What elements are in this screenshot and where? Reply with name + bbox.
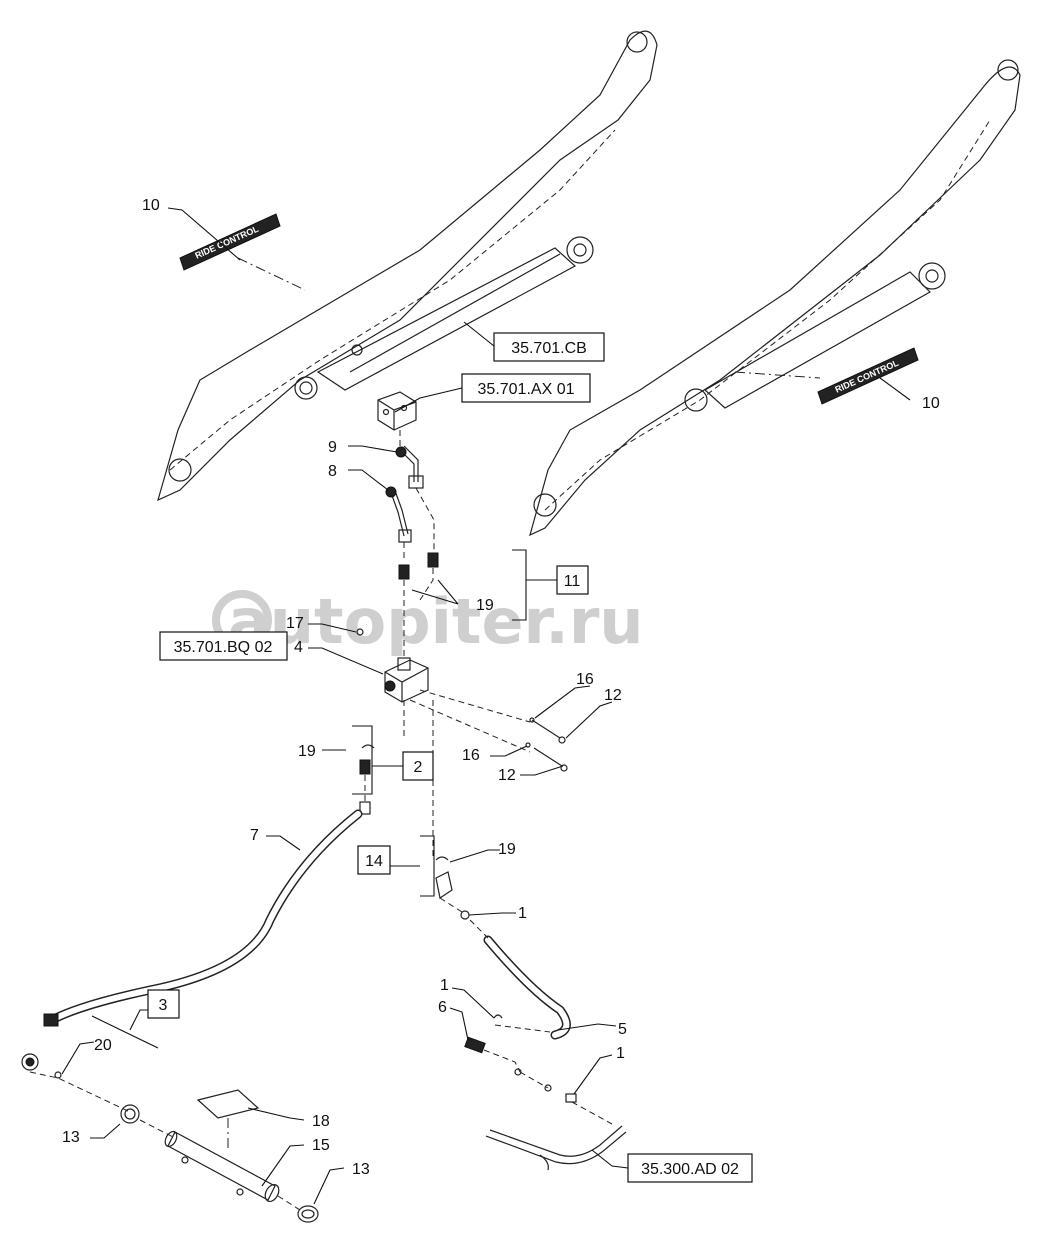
bolts	[525, 717, 568, 772]
callouts: 10 10 9 8 19 17 4 16 12 16 12 19 7 19 1 …	[62, 197, 940, 1178]
callout-5: 5	[618, 1021, 627, 1038]
right-loader-arm	[529, 59, 1021, 537]
group-box-11[interactable]: 11	[526, 565, 589, 595]
ref-box-35-701-ax-01-label: 35.701.AX 01	[478, 381, 575, 398]
hose-7	[43, 809, 363, 1027]
callout-10-left: 10	[142, 197, 160, 214]
ref-box-35-300-ad-02[interactable]: 35.300.AD 02	[627, 1153, 753, 1183]
callout-10-right: 10	[922, 395, 940, 412]
callout-12-b: 12	[498, 767, 516, 784]
callout-17: 17	[286, 615, 304, 632]
callout-12-a: 12	[604, 687, 622, 704]
fittings-group-14	[435, 856, 470, 920]
dashline-valve-bolts	[409, 689, 531, 753]
left-loader-arm	[157, 30, 658, 502]
callout-6: 6	[438, 999, 447, 1016]
callout-16-b: 16	[462, 747, 480, 764]
callout-1-a: 1	[518, 905, 527, 922]
callout-15: 15	[312, 1137, 330, 1154]
callout-19-mid: 19	[298, 743, 316, 760]
fittings-group-2	[359, 744, 375, 815]
tube-assemblies	[385, 430, 439, 660]
valve-block	[377, 391, 417, 431]
decal-left-dashline	[237, 257, 306, 291]
steel-tube	[485, 1125, 627, 1171]
ref-box-35-701-ax-01[interactable]: 35.701.AX 01	[461, 373, 591, 403]
callout-9: 9	[328, 439, 337, 456]
callout-13-right: 13	[352, 1161, 370, 1178]
group-box-2-label: 2	[414, 759, 423, 776]
leader-lines	[61, 207, 911, 1205]
group-box-2[interactable]: 2	[372, 751, 434, 781]
ref-box-35-300-ad-02-label: 35.300.AD 02	[641, 1161, 739, 1178]
callout-20: 20	[94, 1037, 112, 1054]
callout-13-left: 13	[62, 1129, 80, 1146]
decal-right-dashline	[734, 371, 821, 379]
callout-19-top: 19	[476, 597, 494, 614]
accumulator-assembly	[21, 1053, 319, 1223]
group-box-11-label: 11	[564, 573, 581, 590]
ride-control-decal-left: RIDE CONTROL	[179, 213, 281, 271]
callout-4: 4	[294, 639, 303, 656]
group-box-3[interactable]: 3	[147, 989, 180, 1019]
ride-control-decal-right: RIDE CONTROL	[817, 347, 919, 405]
right-boom-cylinder	[703, 262, 946, 409]
callout-19-low: 19	[498, 841, 516, 858]
callout-1-b: 1	[440, 977, 449, 994]
ref-box-35-701-bq-02[interactable]: 35.701.BQ 02	[159, 631, 288, 661]
group-box-14-label: 14	[365, 853, 383, 870]
group-box-3-label: 3	[159, 997, 168, 1014]
callout-8: 8	[328, 463, 337, 480]
callout-16-a: 16	[576, 671, 594, 688]
ref-box-35-701-cb-label: 35.701.CB	[511, 340, 587, 357]
ref-box-35-701-cb[interactable]: 35.701.CB	[493, 332, 605, 362]
ref-box-35-701-bq-02-label: 35.701.BQ 02	[174, 639, 273, 656]
left-boom-cylinder	[316, 236, 594, 391]
group-box-14[interactable]: 14	[357, 845, 420, 875]
callout-7: 7	[250, 827, 259, 844]
decal-text-right: RIDE CONTROL	[833, 358, 900, 395]
hose-5	[469, 919, 571, 1040]
callout-1-c: 1	[616, 1045, 625, 1062]
callout-18: 18	[312, 1113, 330, 1130]
ride-control-valve	[356, 628, 429, 703]
fitting-6	[464, 1014, 613, 1125]
